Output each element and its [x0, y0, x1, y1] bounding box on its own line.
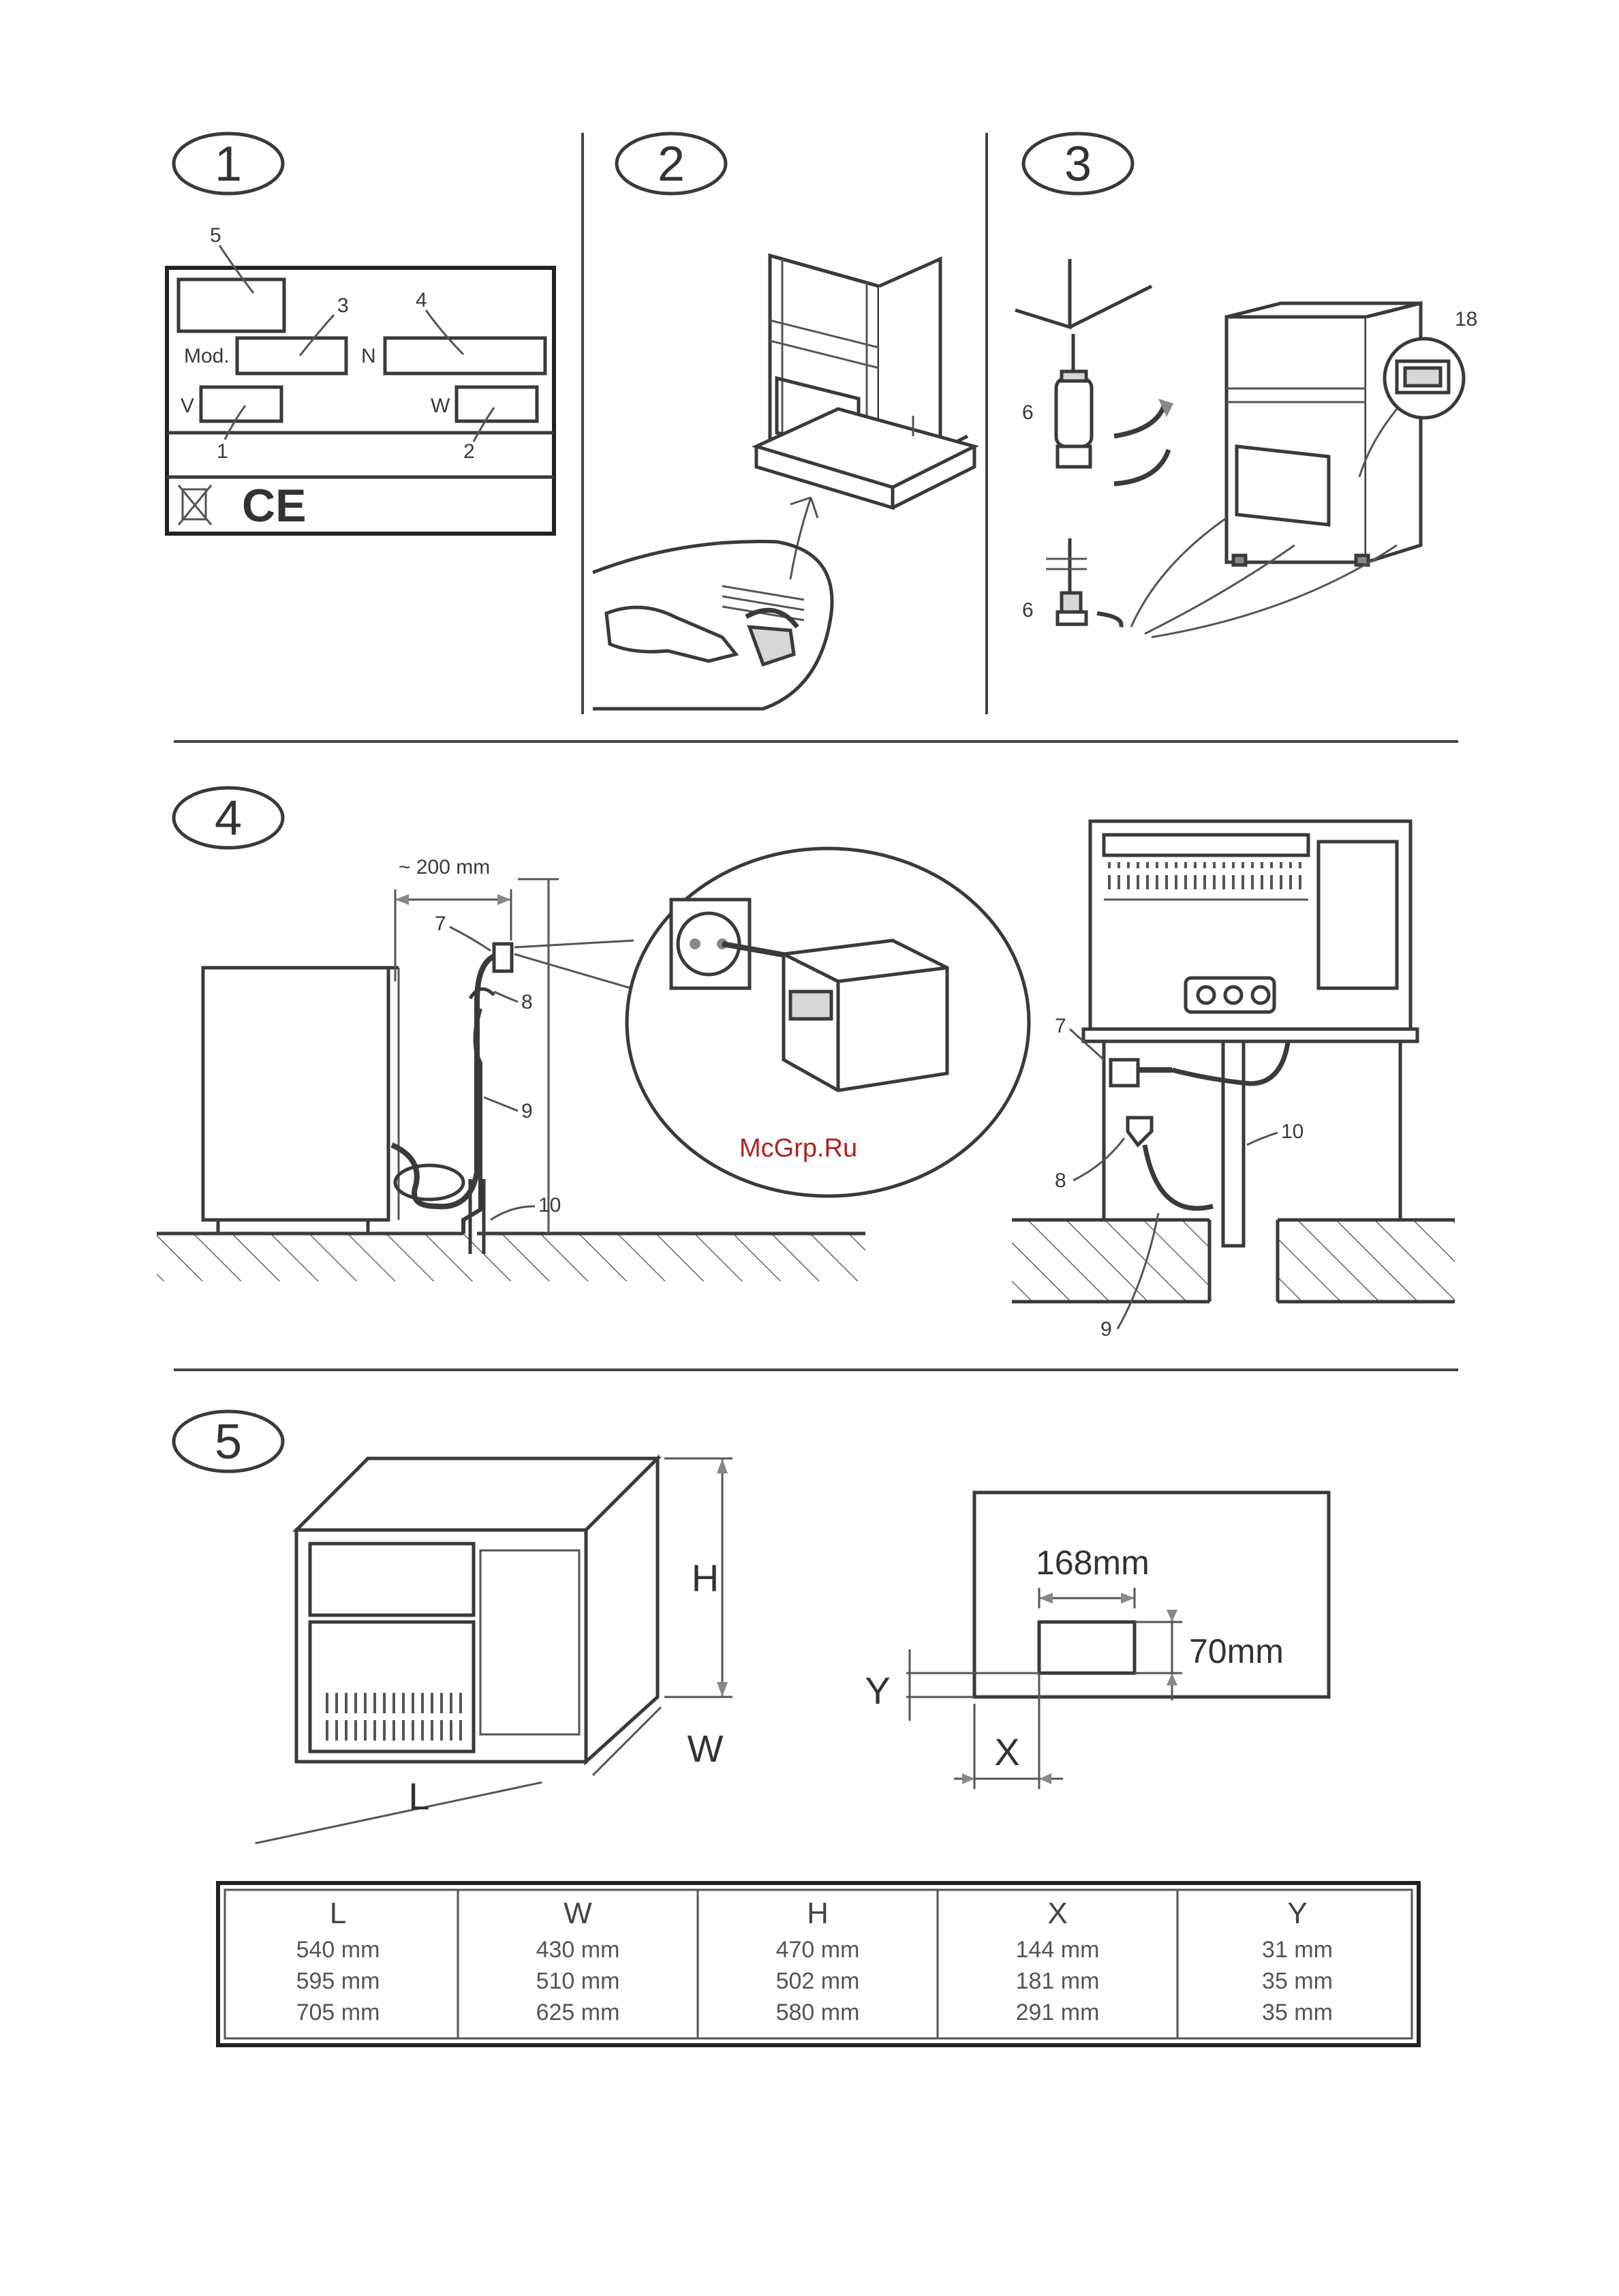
- right-callout-10: 10: [1281, 1120, 1304, 1143]
- dim-200mm: ~ 200 mm: [399, 856, 490, 878]
- table-cell: 540 mm: [296, 1937, 380, 1963]
- step-number-4: 4: [215, 791, 242, 846]
- table-cell: 595 mm: [296, 1968, 380, 1994]
- ice-machine-front: [1227, 303, 1421, 565]
- dim-X: X: [994, 1730, 1019, 1773]
- rating-plate: Mod. N V W CE 5 3 4 1 2: [167, 224, 554, 534]
- left-callout-10: 10: [538, 1194, 561, 1216]
- wrench-detail-circle: [593, 542, 832, 709]
- watermark: McGrp.Ru: [739, 1134, 857, 1163]
- table-header-X: X: [1047, 1897, 1067, 1930]
- right-callout-7: 7: [1055, 1015, 1066, 1037]
- table-header-H: H: [807, 1897, 829, 1930]
- table-cell: 625 mm: [536, 2000, 620, 2025]
- table-cell: 705 mm: [296, 2000, 380, 2025]
- plate-w-label: W: [431, 395, 450, 417]
- bin-icon: [179, 485, 211, 525]
- panel-5: 5 H W L 168m: [174, 1411, 1419, 2045]
- table-header-Y: Y: [1287, 1897, 1307, 1930]
- table-cell: 144 mm: [1016, 1937, 1100, 1963]
- panel-2: 2: [593, 134, 974, 709]
- plate-mod-label: Mod.: [184, 345, 230, 367]
- plate-callout-3: 3: [337, 294, 349, 317]
- dim-70mm: 70mm: [1189, 1632, 1284, 1670]
- table-header-W: W: [564, 1897, 592, 1930]
- step-number-5: 5: [215, 1415, 242, 1469]
- table-header-L: L: [330, 1897, 346, 1930]
- dimension-table: L W H X Y 540 mm 430 mm 470 mm 144 mm 31…: [218, 1883, 1419, 2045]
- right-callout-9: 9: [1100, 1318, 1112, 1341]
- callout-18: 18: [1455, 308, 1477, 331]
- step-number-3: 3: [1064, 137, 1092, 192]
- plate-callout-4: 4: [416, 289, 427, 311]
- right-installation-scene: 7 8 10 9: [1012, 821, 1455, 1341]
- foot-callout-6a: 6: [1022, 401, 1034, 424]
- left-callout-9: 9: [521, 1100, 533, 1122]
- table-cell: 31 mm: [1262, 1937, 1333, 1963]
- plate-n-label: N: [361, 345, 376, 367]
- adjustable-foot-detail: 6 6: [1015, 259, 1173, 627]
- table-cell: 291 mm: [1016, 2000, 1100, 2025]
- panel-3: 3 6 6 18: [1015, 134, 1477, 637]
- step-number-2: 2: [658, 137, 685, 192]
- table-cell: 502 mm: [776, 1968, 860, 1994]
- table-cell: 580 mm: [776, 2000, 860, 2025]
- table-cell: 470 mm: [776, 1937, 860, 1963]
- dim-L: L: [408, 1775, 429, 1818]
- plate-v-label: V: [181, 395, 194, 417]
- machine-on-pallet: [756, 256, 974, 508]
- rear-outlet-position-drawing: 168mm 70mm Y X: [865, 1493, 1329, 1789]
- plate-callout-5: 5: [210, 224, 221, 247]
- unit-dimension-drawing: H W L: [256, 1458, 733, 1843]
- table-cell: 35 mm: [1262, 1968, 1333, 1994]
- step-number-1: 1: [215, 137, 242, 192]
- right-callout-8: 8: [1055, 1169, 1066, 1192]
- left-callout-8: 8: [521, 991, 533, 1013]
- dim-W: W: [688, 1727, 724, 1770]
- table-cell: 510 mm: [536, 1968, 620, 1994]
- plate-callout-1: 1: [217, 440, 228, 463]
- table-cell: 430 mm: [536, 1937, 620, 1963]
- dim-H: H: [692, 1557, 719, 1599]
- ce-mark: CE: [242, 480, 306, 532]
- dim-Y: Y: [865, 1669, 890, 1712]
- dim-168mm: 168mm: [1036, 1544, 1150, 1582]
- panel-4: 4 ~ 200 mm 7: [157, 788, 1455, 1341]
- table-cell: 35 mm: [1262, 2000, 1333, 2025]
- panel-1: 1 Mod. N V W CE 5 3 4: [167, 134, 554, 534]
- foot-callout-6b: 6: [1022, 599, 1034, 622]
- table-cell: 181 mm: [1016, 1968, 1100, 1994]
- left-callout-7: 7: [435, 913, 446, 935]
- plate-callout-2: 2: [463, 440, 475, 463]
